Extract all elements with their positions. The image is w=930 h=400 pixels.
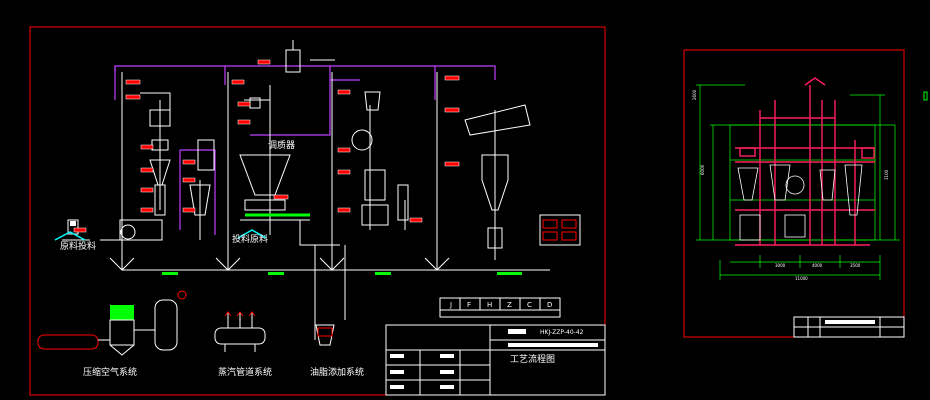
raw-material-label: 原料投料 (60, 240, 96, 252)
title-block (385, 297, 606, 396)
rev-header-4: C (527, 301, 532, 309)
elevation-equipment (737, 164, 863, 241)
grinder-icon (197, 139, 215, 171)
dim-right-h: 3100 (884, 169, 889, 180)
steel-structure (735, 77, 875, 246)
dim-left-h2: 6000 (700, 164, 705, 175)
steam-pipe-label: 蒸汽管道系统 (218, 366, 272, 378)
rev-header-3: Z (507, 301, 512, 309)
elevation-title-block (793, 316, 905, 338)
floor-level-markers (162, 272, 522, 275)
column-2-equipment (237, 40, 310, 239)
equipment-tags (73, 59, 460, 233)
steam-pipe-system (214, 311, 266, 352)
screen-icon (464, 104, 531, 136)
drawing-number: HKJ-ZZP-40-42 (540, 329, 584, 336)
column-1-equipment (54, 109, 215, 241)
magenta-pipe-network (114, 65, 496, 235)
feed-material-label: 投料原料 (232, 233, 268, 245)
sheet-frame-right (683, 49, 905, 338)
sheet-marker (923, 91, 928, 101)
pelletizer-label: 调质器 (268, 139, 295, 151)
bin-icon (481, 154, 509, 211)
cyclone-icon (189, 184, 211, 216)
column-3-equipment (351, 91, 409, 226)
cooler-icon (397, 184, 409, 221)
drawing-title: 工艺流程图 (510, 353, 555, 365)
column-4-equipment (464, 104, 581, 249)
dim-overall: 11000 (795, 276, 808, 281)
oil-add-label: 油脂添加系统 (310, 366, 364, 378)
elevation-sheet: 3000 4000 3500 11000 6000 2600 3100 (683, 49, 905, 338)
rev-header-1: F (467, 301, 471, 309)
dim-bay-a: 3000 (775, 263, 786, 268)
packer-icon (487, 227, 503, 249)
rev-header-5: D (547, 301, 552, 309)
pellet-mill-icon (351, 129, 373, 151)
sheet-frame-left (29, 26, 606, 396)
dim-left-h1: 2600 (692, 89, 697, 100)
oil-add-system (315, 324, 335, 346)
dim-bay-c: 3500 (850, 263, 861, 268)
rev-header-0: J (449, 301, 452, 309)
mixer-icon (239, 154, 291, 196)
dim-bay-b: 4000 (812, 263, 823, 268)
motor-icon (119, 219, 163, 241)
dimension-lines (696, 84, 900, 280)
top-fan-icon (285, 49, 301, 73)
discharge-arrows (109, 257, 450, 271)
control-panel-icon (539, 214, 581, 246)
rev-header-2: H (487, 301, 492, 309)
compressed-air-system (37, 290, 187, 356)
compressed-air-label: 压缩空气系统 (83, 366, 137, 378)
process-flow-sheet: 原料投料 投料原料 调质器 压缩空气系统 蒸汽管道系统 油脂添加系统 (29, 26, 606, 396)
